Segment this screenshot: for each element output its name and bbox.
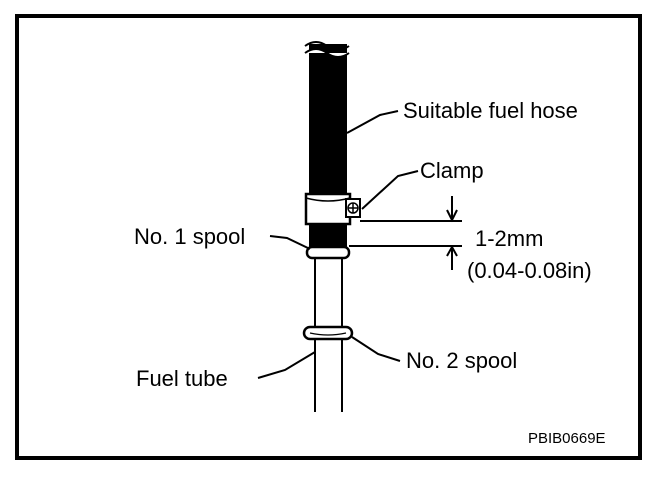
leader-spool1 bbox=[269, 235, 311, 250]
label-dimension-mm: 1-2mm bbox=[475, 226, 543, 251]
spool-1 bbox=[305, 245, 351, 260]
label-dimension-in: (0.04-0.08in) bbox=[467, 258, 592, 283]
leader-clamp bbox=[361, 170, 419, 210]
leader-lines bbox=[257, 110, 419, 379]
label-spool2: No. 2 spool bbox=[406, 348, 517, 373]
label-fuel-hose: Suitable fuel hose bbox=[403, 98, 578, 123]
dimension-marker bbox=[349, 196, 462, 270]
label-clamp: Clamp bbox=[420, 158, 484, 183]
label-spool1: No. 1 spool bbox=[134, 224, 245, 249]
spool-2 bbox=[302, 325, 354, 341]
label-fuel-tube: Fuel tube bbox=[136, 366, 228, 391]
clamp bbox=[304, 192, 361, 226]
leader-fuel-hose bbox=[346, 110, 399, 134]
figure-code: PBIB0669E bbox=[528, 430, 606, 447]
leader-fuel-tube bbox=[257, 351, 316, 379]
leader-spool2 bbox=[351, 336, 401, 362]
